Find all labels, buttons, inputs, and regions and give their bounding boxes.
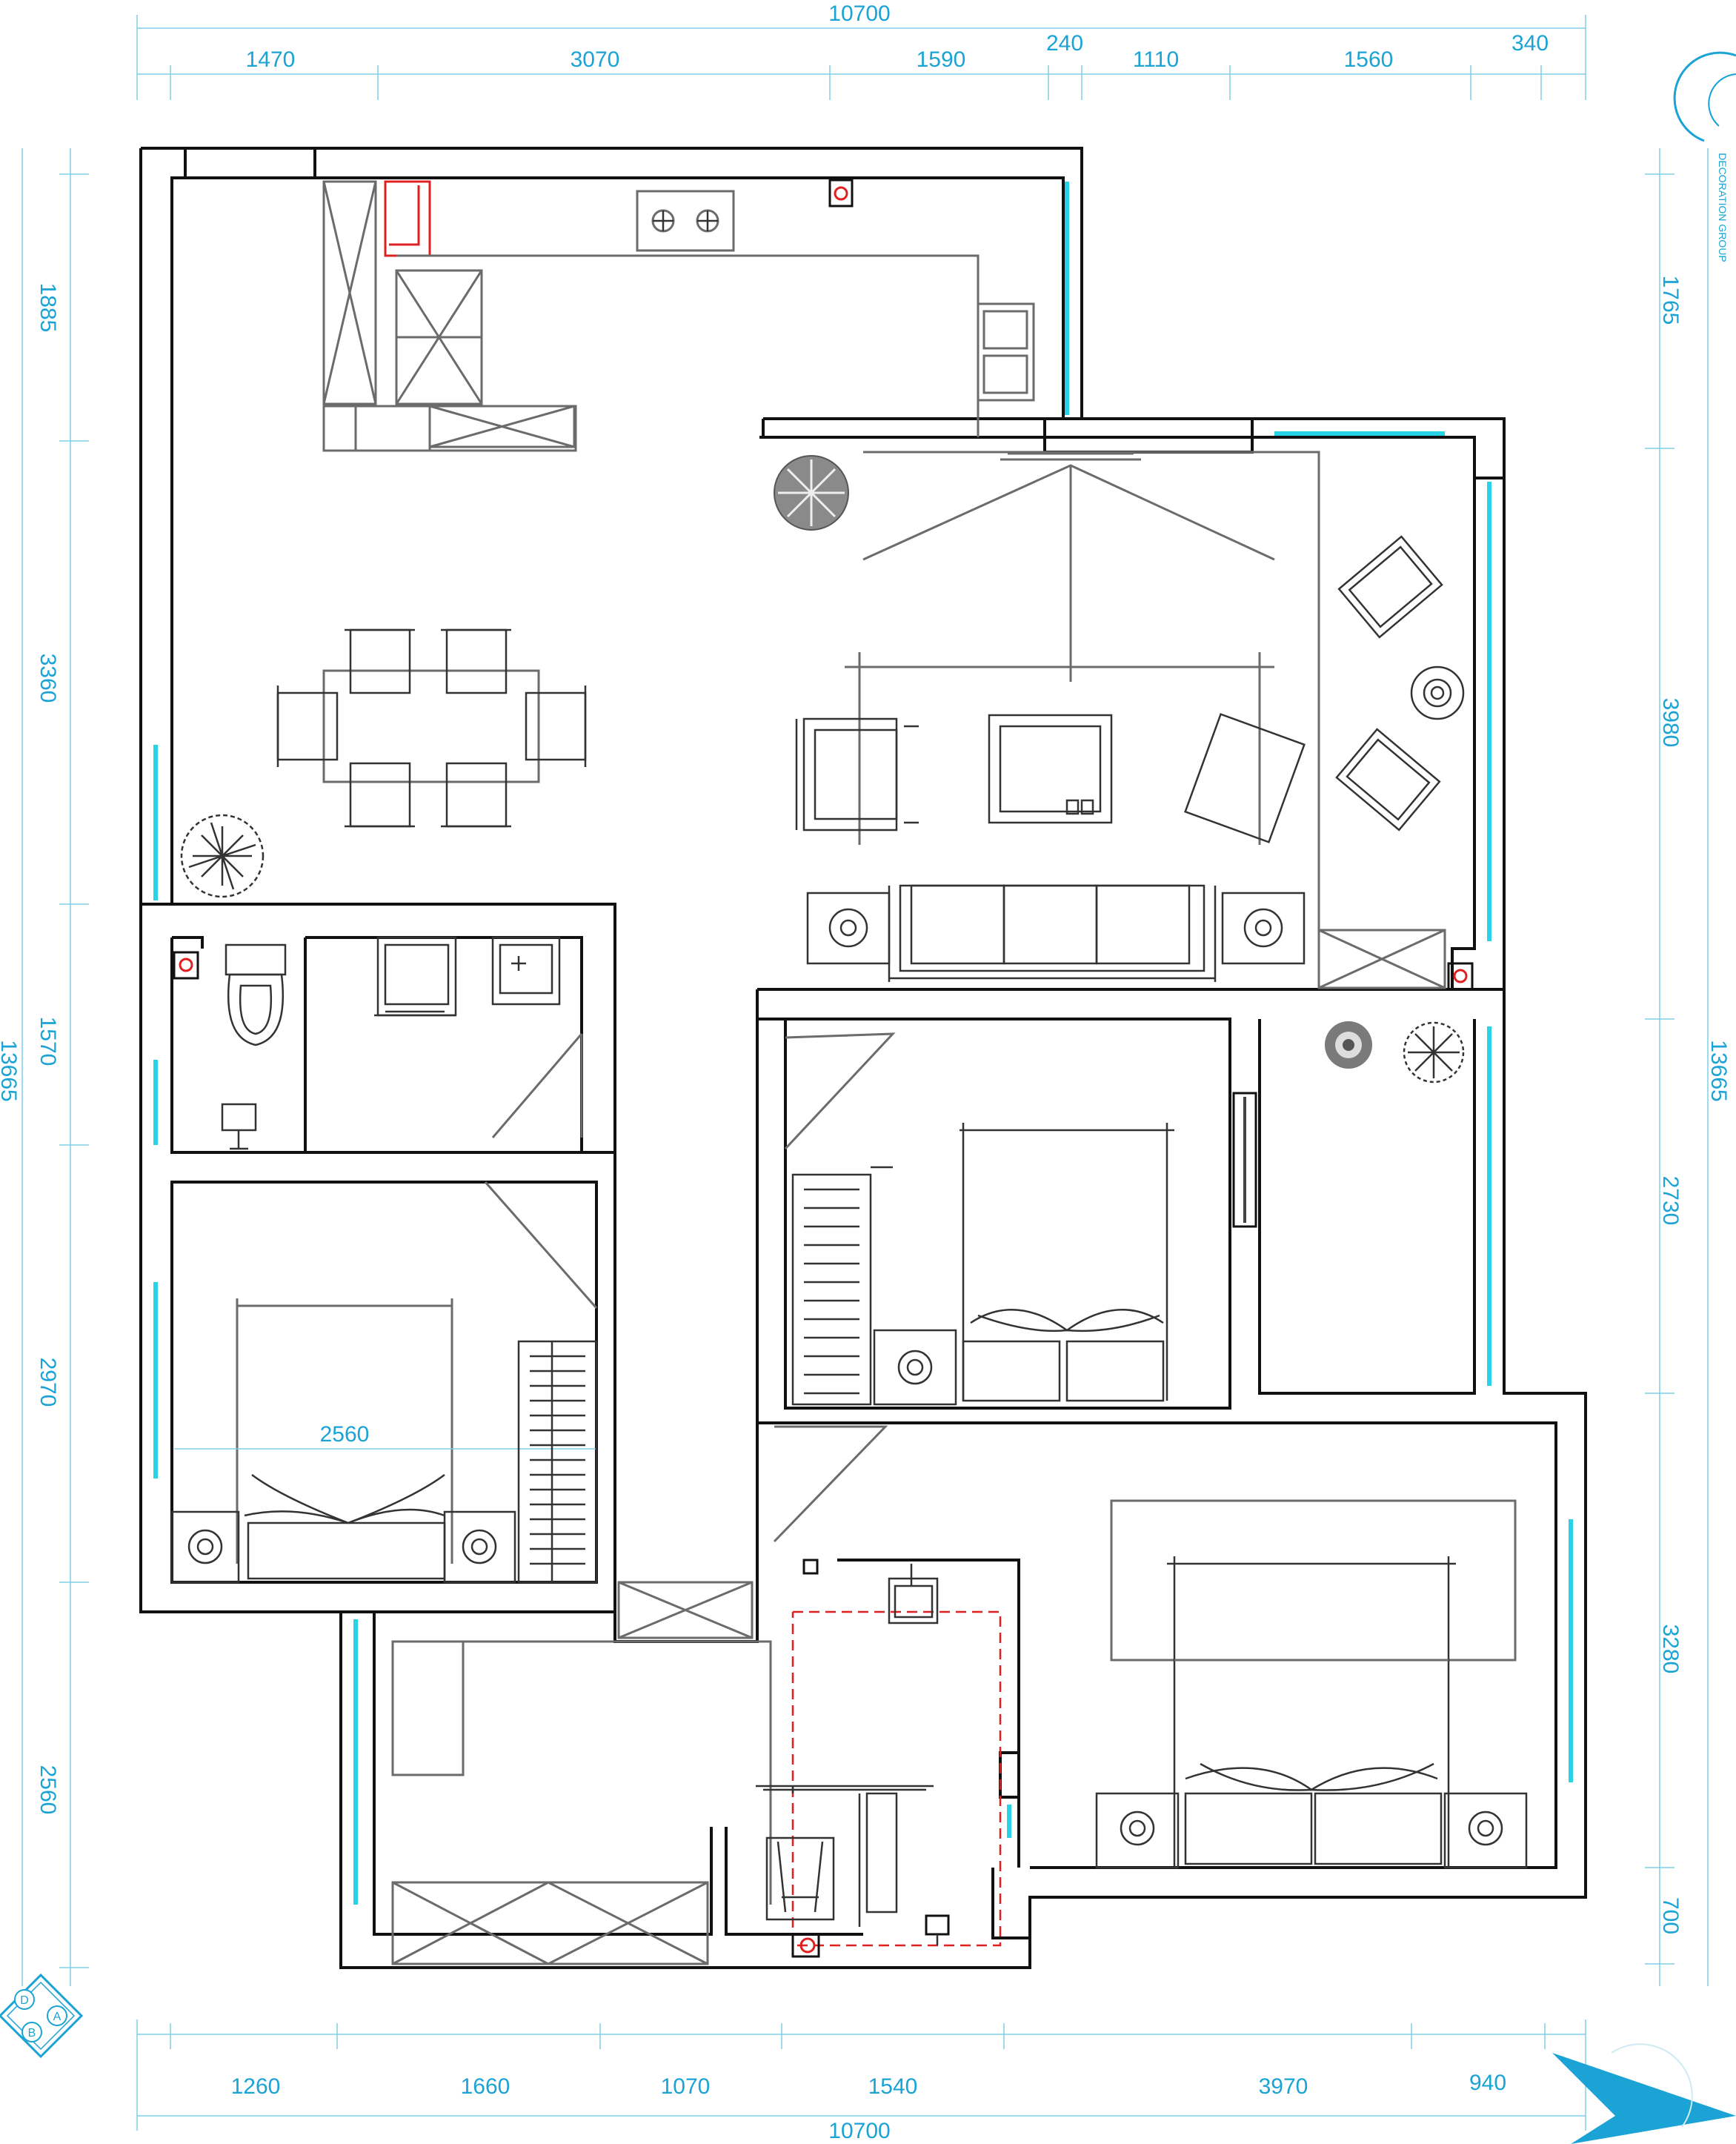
coffee-table xyxy=(988,714,1113,824)
compass-letter: A xyxy=(53,2011,61,2023)
kitchen-sink xyxy=(977,302,1035,402)
dim-left-total: 13665 xyxy=(0,1040,21,1101)
dim-right-seg: 3280 xyxy=(1658,1624,1683,1674)
stove xyxy=(636,190,735,252)
room-dimension-label: 2560 xyxy=(320,1422,370,1447)
plant-icon xyxy=(1403,1021,1465,1083)
company-logo: DECORATION GROUP xyxy=(1673,51,1736,262)
dim-bottom-seg: 1660 xyxy=(461,2074,511,2099)
dim-bottom-seg: 3970 xyxy=(1259,2074,1308,2099)
dim-left-seg: 1570 xyxy=(36,1017,60,1066)
dim-bottom-total: 10700 xyxy=(828,2119,890,2143)
bedroom-middle xyxy=(784,1021,1465,1406)
hall xyxy=(617,1425,888,1639)
desk xyxy=(391,1881,709,1965)
dim-right-seg: 1765 xyxy=(1658,276,1683,325)
dim-top-seg: 1110 xyxy=(1133,47,1179,72)
tall-cabinet xyxy=(322,180,377,405)
dim-top-seg: 240 xyxy=(1046,31,1083,56)
living-room xyxy=(774,451,1474,991)
compass-icon: D A B xyxy=(0,1973,84,2059)
dim-top-seg: 1590 xyxy=(917,47,966,72)
compass-letter: B xyxy=(28,2027,36,2040)
kitchen xyxy=(322,179,1035,452)
bathroom-top xyxy=(173,936,583,1150)
dim-right-seg: 700 xyxy=(1658,1897,1683,1934)
shoe-cabinet xyxy=(617,1581,754,1639)
dining-area xyxy=(180,628,587,898)
sofa xyxy=(888,884,1217,982)
toilet xyxy=(225,943,287,1046)
logo-text: DECORATION GROUP xyxy=(1717,153,1729,262)
armchair-left xyxy=(795,717,919,832)
dim-left-seg: 2970 xyxy=(36,1358,60,1407)
north-arrow-icon xyxy=(1552,2043,1736,2144)
dim-bottom-seg: 1540 xyxy=(868,2074,918,2099)
basin xyxy=(491,936,561,1006)
plant-icon xyxy=(180,814,265,898)
compass-letter: D xyxy=(20,1994,29,2007)
balcony-chairs xyxy=(1335,535,1465,832)
master-bedroom xyxy=(1095,1499,1528,1869)
dim-right-total: 13665 xyxy=(1706,1040,1731,1101)
gas-pipe xyxy=(384,180,431,257)
dim-right-seg: 2730 xyxy=(1658,1176,1683,1226)
dim-left-seg: 3360 xyxy=(36,654,60,703)
dim-left-seg: 1885 xyxy=(36,283,60,333)
wardrobe xyxy=(517,1340,598,1584)
dim-top-seg: 1470 xyxy=(246,47,296,72)
dim-top-seg: 1560 xyxy=(1344,47,1394,72)
dim-top-total: 10700 xyxy=(828,1,890,26)
side-table-lamp xyxy=(806,892,1306,965)
wardrobe xyxy=(791,1173,872,1406)
dim-left-seg: 2560 xyxy=(36,1765,60,1815)
plant-icon xyxy=(774,455,849,531)
windows xyxy=(153,182,1573,1905)
dim-bottom-seg: 1070 xyxy=(661,2074,711,2099)
dining-table xyxy=(322,669,540,783)
plant-icon xyxy=(1325,1021,1372,1069)
lower-study xyxy=(391,1640,772,1965)
dim-bottom-seg: 1260 xyxy=(231,2074,281,2099)
dim-top-seg: 3070 xyxy=(571,47,620,72)
dim-right-seg: 3980 xyxy=(1658,698,1683,748)
dim-bottom-seg: 940 xyxy=(1469,2071,1506,2095)
basin xyxy=(888,1577,939,1624)
dim-top-seg: 340 xyxy=(1511,31,1549,56)
bathroom-bottom xyxy=(756,1564,1002,1958)
bedroom-left: 2560 xyxy=(170,1181,598,1584)
